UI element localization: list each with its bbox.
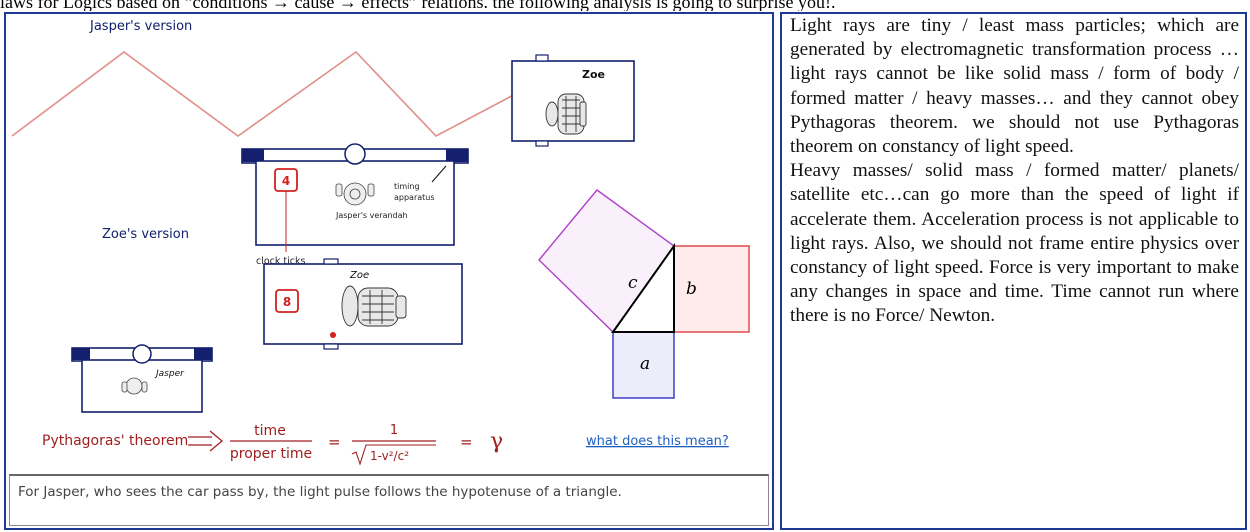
formula-equals-1: = <box>328 433 341 451</box>
timing-label-1: timing <box>394 182 420 191</box>
formula-one: 1 <box>390 423 398 438</box>
figure-panel: Jasper's version Zoe <box>4 12 774 530</box>
zoe-version-label: Zoe's version <box>102 227 189 242</box>
square-b <box>673 245 750 333</box>
jasper-car: Jasper <box>71 344 213 413</box>
formula-num: time <box>254 423 286 439</box>
formula-equals-2: = <box>460 433 473 451</box>
formula-root: 1-v²/c² <box>370 449 409 463</box>
jasper-car-label: Jasper <box>154 369 185 379</box>
sqrt-sign <box>351 444 436 466</box>
verandah-apparatus: 4 timing apparatus Jasper's verandah <box>241 143 469 246</box>
formula: Pythagoras' theorem time proper time = 1… <box>42 423 503 466</box>
what-does-this-mean-link[interactable]: what does this mean? <box>586 434 729 449</box>
zoe-car-top: Zoe <box>511 54 635 147</box>
formula-lhs: Pythagoras' theorem <box>42 433 188 449</box>
pythagoras-diagram: c b a <box>538 189 750 399</box>
verandah-label: Jasper's verandah <box>335 211 408 220</box>
label-c: c <box>628 273 638 293</box>
label-b: b <box>686 279 697 299</box>
implies-arrow <box>188 430 224 452</box>
tick-count-bottom: 8 <box>283 295 291 309</box>
relativity-figure: Jasper's version Zoe <box>11 19 750 466</box>
zoe-car-middle: Zoe 8 <box>263 258 463 350</box>
formula-den: proper time <box>230 446 312 462</box>
zoe-seated-figure-middle <box>341 285 407 327</box>
clock-ticks-label: clock ticks <box>256 256 306 267</box>
jasper-seated-figure <box>335 182 375 206</box>
commentary-paragraph-1: Light rays are tiny / least mass particl… <box>790 15 1239 158</box>
label-a: a <box>640 354 650 374</box>
formula-gamma: γ <box>490 429 503 454</box>
jasper-version-label: Jasper's version <box>89 19 192 34</box>
commentary-panel: Light rays are tiny / least mass particl… <box>780 12 1247 530</box>
light-source-dot-middle <box>330 332 336 338</box>
right-triangle <box>611 242 675 333</box>
zoe-car-label: Zoe <box>582 68 605 81</box>
timing-label-2: apparatus <box>394 193 435 202</box>
commentary-paragraph-2: Heavy masses/ solid mass / formed matter… <box>790 160 1239 327</box>
square-a <box>612 331 675 399</box>
tick-count-top: 4 <box>282 174 290 188</box>
figure-caption: For Jasper, who sees the car pass by, th… <box>9 474 769 526</box>
zoe-car-label-italic: Zoe <box>349 270 369 281</box>
jasper-seated-figure-small <box>121 377 148 395</box>
light-path-zigzag <box>11 50 543 137</box>
top-text-line: laws for Logics based on “conditions → c… <box>0 0 836 11</box>
zoe-seated-figure <box>545 93 587 135</box>
